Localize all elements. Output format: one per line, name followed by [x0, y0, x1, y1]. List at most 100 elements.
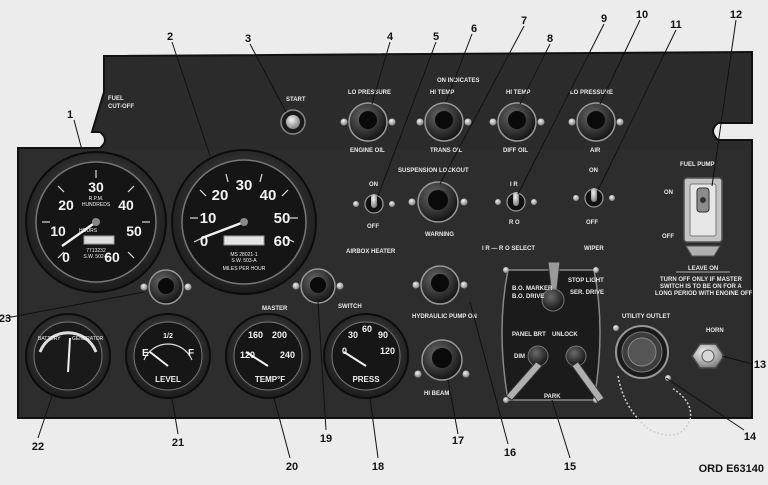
temp-label-120: 120	[240, 350, 255, 360]
leave-on-note-line1: TURN OFF ONLY IF MASTER	[660, 277, 743, 283]
tach-label-20: 20	[58, 197, 74, 213]
pressure-gauge	[323, 313, 409, 399]
speedo-label-50: 50	[274, 210, 291, 227]
diff-oil-warning-light	[489, 102, 545, 142]
fuel-pump-off-label: OFF	[662, 234, 674, 240]
trans-oil-warning-light	[416, 102, 472, 142]
speedo-label-0: 0	[200, 233, 208, 250]
utility-outlet[interactable]	[613, 325, 671, 381]
temperature-gauge	[225, 313, 311, 399]
temp-label-160: 160	[248, 330, 263, 340]
callout-3: 3	[245, 33, 251, 45]
fuel-label-full: F	[188, 348, 194, 359]
unlock-label: UNLOCK	[552, 332, 578, 338]
bo-drive-label: B.O. DRIVE	[512, 294, 544, 300]
pressure-needle	[343, 351, 367, 367]
callout-8: 8	[547, 33, 553, 45]
battery-needle	[67, 337, 71, 373]
utility-outlet-label: UTILITY OUTLET	[622, 314, 671, 320]
start-button[interactable]	[280, 109, 306, 135]
fuel-pump-switch[interactable]	[683, 177, 723, 257]
callout-16: 16	[504, 447, 516, 459]
callout-2: 2	[167, 31, 173, 43]
tach-caption-part: S.W. 502-S	[83, 254, 109, 260]
hydraulic-pump-on-label: HYDRAULIC PUMP ON	[412, 314, 477, 320]
generator-label: GENERATOR	[72, 336, 104, 342]
press-caption: PRESS	[352, 375, 380, 384]
airbox-off-label: OFF	[367, 224, 379, 230]
callout-14: 14	[744, 431, 757, 443]
horn-label: HORN	[706, 328, 724, 334]
hour-meter	[83, 235, 115, 245]
wiper-toggle[interactable]	[573, 188, 615, 208]
horn-button[interactable]	[691, 343, 725, 369]
tach-label-0: 0	[62, 249, 70, 265]
press-label-60: 60	[362, 324, 372, 334]
press-label-30: 30	[348, 330, 358, 340]
callout-1: 1	[67, 109, 73, 121]
battery-label: BATTERY	[38, 336, 61, 342]
callout-22: 22	[32, 441, 44, 453]
ir-ro-select-toggle[interactable]	[495, 192, 537, 212]
battery-generator-gauge	[25, 313, 111, 399]
panel-light-knob[interactable]	[140, 269, 192, 305]
fuel-level-gauge	[125, 313, 211, 399]
fuel-cutoff-label-line2: CUT-OFF	[108, 104, 134, 110]
diff-oil-label: DIFF OIL	[503, 148, 528, 154]
odometer	[223, 235, 265, 246]
press-label-0: 0	[342, 346, 347, 356]
ro-label: R O	[509, 220, 520, 226]
tach-label-50: 50	[126, 223, 142, 239]
airbox-on-label: ON	[369, 182, 378, 188]
wiper-label: WIPER	[584, 246, 604, 252]
temp-needle	[245, 351, 269, 367]
callout-18: 18	[372, 461, 384, 473]
wiper-on-label: ON	[589, 168, 598, 174]
hydraulic-pump-light	[412, 265, 468, 305]
tach-label-60: 60	[104, 249, 120, 265]
fuel-pump-label: FUEL PUMP	[680, 162, 715, 168]
speedo-label-60: 60	[274, 233, 291, 250]
lo-pressure-air-label: LO PRESSURE	[570, 90, 613, 96]
airbox-heater-toggle[interactable]	[353, 194, 395, 214]
dim-label: DIM	[514, 354, 525, 360]
stop-light-label: STOP LIGHT	[568, 278, 604, 284]
leave-on-note-line2: SWITCH IS TO BE ON FOR A	[660, 284, 742, 290]
temp-caption: TEMP°F	[255, 375, 285, 384]
fuel-label-empty: E	[142, 348, 149, 359]
warning-label: WARNING	[425, 232, 454, 238]
fuel-label-half: 1/2	[163, 333, 173, 340]
on-indicates-label: ON INDICATES	[437, 78, 480, 84]
temp-label-240: 240	[280, 350, 295, 360]
master-switch-knob[interactable]	[292, 268, 344, 304]
hi-beam-light	[414, 339, 470, 381]
speedo-caption-sw: S.W. 503-A	[231, 258, 257, 264]
master-label: MASTER	[262, 306, 288, 312]
speedo-caption-ms: MS 28021-1	[230, 252, 257, 258]
suspension-lockout-label: SUSPENSION LOCKOUT	[398, 168, 469, 174]
leave-on-note-line3: LONG PERIOD WITH ENGINE OFF	[655, 291, 753, 297]
ser-drive-label: SER. DRIVE	[570, 290, 604, 296]
tachometer-gauge: 0 10 20 30 40 50 60 R.P.M. HUNDREDS HOUR…	[25, 151, 167, 293]
speedo-label-40: 40	[260, 187, 277, 204]
callout-4: 4	[387, 31, 394, 43]
callout-10: 10	[636, 9, 648, 21]
switch-label: SWITCH	[338, 304, 362, 310]
air-label: AIR	[590, 148, 601, 154]
press-label-90: 90	[378, 330, 388, 340]
callout-13: 13	[754, 359, 766, 371]
temp-label-200: 200	[272, 330, 287, 340]
ir-label: I R	[510, 182, 518, 188]
engine-oil-warning-light	[340, 102, 396, 142]
light-switch-assembly[interactable]	[501, 261, 605, 403]
press-label-120: 120	[380, 346, 395, 356]
hi-beam-label: HI BEAM	[424, 391, 449, 397]
leader-lines	[5, 19, 753, 459]
speedo-label-20: 20	[212, 187, 229, 204]
wiper-off-label: OFF	[586, 220, 598, 226]
callout-6: 6	[471, 23, 477, 35]
tach-label-30: 30	[88, 179, 104, 195]
ir-ro-select-label: I R — R O SELECT	[482, 246, 535, 252]
outlet-chain	[617, 375, 692, 436]
